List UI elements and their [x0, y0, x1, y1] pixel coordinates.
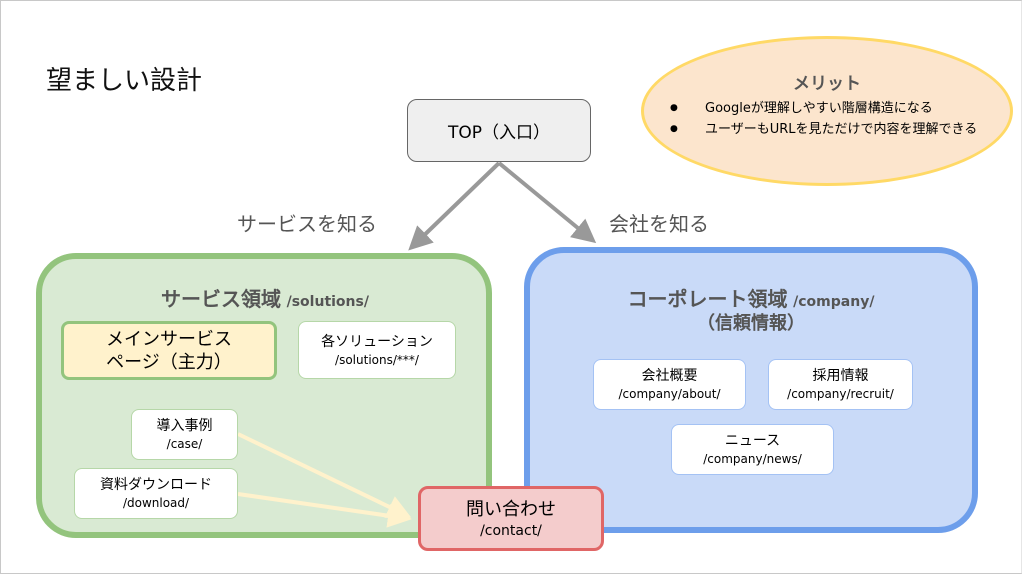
contact-label: 問い合わせ [466, 498, 556, 520]
contact-node[interactable]: 問い合わせ /contact/ [418, 486, 604, 551]
edge-label-company: 会社を知る [609, 212, 709, 236]
arrow-top-to-company [497, 161, 597, 244]
company-region-name: コーポレート領域 [627, 287, 788, 311]
node-label: 導入事例 [156, 418, 213, 434]
node-path: /company/news/ [703, 452, 802, 466]
node-label: 各ソリューション [321, 333, 433, 350]
arrow-download-to-contact [237, 492, 412, 528]
main-service-node[interactable]: メインサービス ページ（主力） [61, 321, 277, 380]
service-region-path: /solutions/ [286, 294, 369, 310]
case-node[interactable]: 導入事例 /case/ [131, 409, 238, 460]
top-node[interactable]: TOP（入口） [407, 99, 591, 162]
download-node[interactable]: 資料ダウンロード /download/ [74, 468, 238, 519]
merit-ellipse: メリット Googleが理解しやすい階層構造になる ユーザーもURLを見ただけで… [641, 36, 1013, 186]
main-service-line2: ページ（主力） [106, 351, 232, 373]
merit-list: Googleが理解しやすい階層構造になる ユーザーもURLを見ただけで内容を理解… [670, 98, 977, 140]
merit-item: ユーザーもURLを見ただけで内容を理解できる [670, 119, 977, 140]
node-path: /company/about/ [618, 387, 721, 401]
node-label: 資料ダウンロード [100, 477, 212, 493]
merit-title: メリット [793, 74, 861, 94]
service-region [36, 253, 492, 538]
company-region-subtitle: （信頼情報） [697, 313, 805, 334]
node-path: /case/ [166, 437, 203, 451]
node-label: 採用情報 [812, 368, 869, 384]
node-label: 会社概要 [641, 368, 698, 384]
service-region-name: サービス領域 [161, 287, 282, 311]
news-node[interactable]: ニュース /company/news/ [671, 424, 834, 475]
company-region-path: /company/ [793, 294, 875, 310]
main-service-line1: メインサービス [106, 328, 232, 350]
about-node[interactable]: 会社概要 /company/about/ [593, 359, 746, 410]
node-path: /solutions/***/ [335, 352, 419, 367]
top-node-label: TOP（入口） [447, 123, 551, 143]
arrow-case-to-contact [237, 432, 412, 518]
contact-path: /contact/ [480, 522, 542, 539]
solutions-node[interactable]: 各ソリューション /solutions/***/ [298, 321, 456, 379]
node-path: /download/ [122, 496, 190, 510]
edge-label-service: サービスを知る [237, 212, 377, 236]
service-region-title: サービス領域 /solutions/ [42, 288, 488, 313]
node-label: ニュース [724, 433, 781, 449]
page-title: 望ましい設計 [46, 66, 203, 96]
merit-item: Googleが理解しやすい階層構造になる [670, 98, 977, 119]
company-region-title: コーポレート領域 /company/ （信頼情報） [530, 288, 972, 335]
node-path: /company/recruit/ [787, 387, 894, 401]
recruit-node[interactable]: 採用情報 /company/recruit/ [768, 359, 913, 410]
arrow-top-to-service [408, 161, 501, 251]
